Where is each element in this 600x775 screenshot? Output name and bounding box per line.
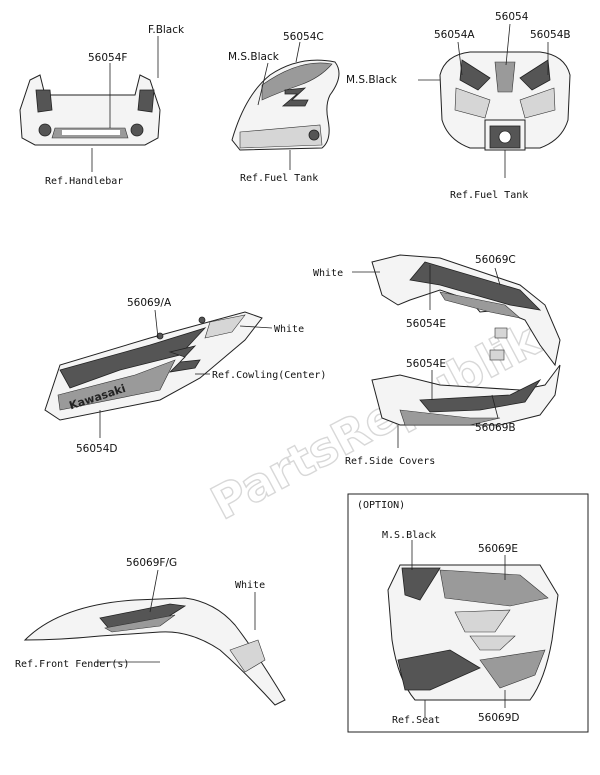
side-covers-decal [371, 254, 561, 426]
seat-part-e: 56069E [478, 543, 518, 555]
front-fender-decal [23, 597, 286, 706]
option-title: (OPTION) [357, 500, 405, 511]
seat-decal [387, 564, 559, 701]
cowling-center-decal: Kawasaki [44, 311, 263, 421]
fender-color-label: White [235, 580, 265, 591]
cowling-part-a: 56069/A [127, 297, 172, 309]
side-part-e1: 56054E [406, 318, 446, 330]
fuel-tank-top-decal [439, 51, 571, 151]
side-part-c: 56069C [475, 254, 516, 266]
seat-part-d: 56069D [478, 712, 520, 724]
fender-part-number: 56069F/G [126, 557, 177, 569]
tank-top-ref-label: Ref.Fuel Tank [450, 190, 528, 201]
tank-top-part: 56054 [495, 11, 529, 23]
side-part-b: 56069B [475, 422, 516, 434]
fuel-tank-side-decal [231, 59, 340, 151]
tank-side-color-label: M.S.Black [228, 51, 280, 63]
tank-top-color-label: M.S.Black [346, 74, 398, 86]
fender-ref-label: Ref.Front Fender(s) [15, 659, 129, 670]
seat-color-label: M.S.Black [382, 530, 436, 541]
cowling-ref-label: Ref.Cowling(Center) [212, 370, 326, 381]
handlebar-ref-label: Ref.Handlebar [45, 176, 123, 187]
handlebar-decal-assembly [19, 74, 161, 146]
tank-side-ref-label: Ref.Fuel Tank [240, 173, 318, 184]
handlebar-color-label: F.Black [148, 24, 185, 36]
side-part-e2: 56054E [406, 358, 446, 370]
side-color-label: White [313, 268, 343, 279]
tank-top-part-b: 56054B [530, 29, 571, 41]
seat-ref-label: Ref.Seat [392, 715, 440, 726]
cowling-color-label: White [274, 324, 304, 335]
side-ref-label: Ref.Side Covers [345, 456, 435, 467]
handlebar-part-number: 56054F [88, 52, 127, 64]
cowling-part-d: 56054D [76, 443, 118, 455]
tank-top-part-a: 56054A [434, 29, 475, 41]
option-box [347, 493, 589, 733]
tank-side-part-number: 56054C [283, 31, 324, 43]
